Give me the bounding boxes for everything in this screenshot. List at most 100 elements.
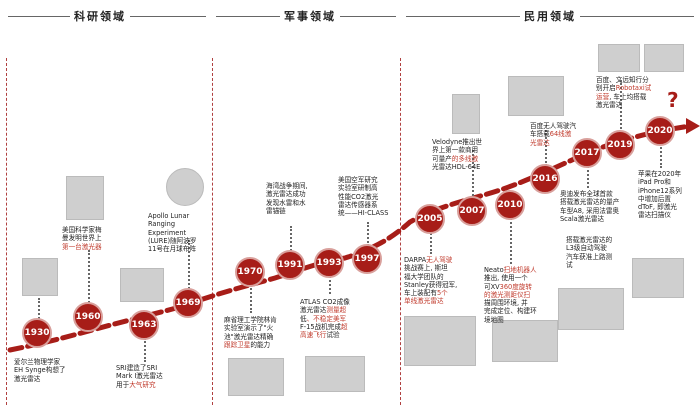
note-velodyne-line-c: 可量产 bbox=[432, 154, 452, 163]
note-2005-line-e: 车上装配有 bbox=[404, 289, 437, 298]
note-1969-line-c: Experiment bbox=[148, 228, 187, 237]
connector-2016 bbox=[545, 130, 547, 166]
note-1930-line-c: 激光雷达 bbox=[14, 374, 41, 383]
note-1991-line-a: 海湾战争期间, bbox=[266, 182, 308, 190]
note-1970-line-c: 池"激光雷达精确 bbox=[224, 332, 274, 341]
photo-robot-vacuum bbox=[492, 320, 558, 362]
photo-baidu-car bbox=[508, 76, 564, 116]
milestone-1960: 1960 bbox=[73, 302, 103, 332]
connector-2007 bbox=[472, 150, 474, 196]
note-neato-line-a: Neato bbox=[484, 266, 504, 274]
note-neato: Neato扫地机器人 推出, 使用一个 可XV360度旋转 的激光测距仪扫 描周… bbox=[484, 266, 550, 324]
note-l3-line-d: 试 bbox=[566, 260, 573, 269]
note-l3: 搭载激光雷达的 L3级自动驾驶 汽车获准上路测 试 bbox=[566, 236, 630, 269]
photo-synge bbox=[22, 258, 58, 296]
note-apple-line-b: iPad Pro和 bbox=[638, 178, 671, 187]
note-1993-line-e: 试验 bbox=[326, 331, 340, 340]
note-1993-line-a: ATLAS CO2成像 bbox=[300, 298, 350, 306]
note-1930: 爱尔兰物理学家 EH Synge构想了 激光雷达 bbox=[14, 358, 84, 383]
note-2005-line-a-hl: 无人驾驶 bbox=[426, 256, 453, 264]
note-baidu-2016-line-b: 车搭载 bbox=[530, 130, 550, 139]
section-label-military: 军事领域 bbox=[280, 8, 340, 24]
connector-1963 bbox=[144, 338, 146, 362]
connector-1991 bbox=[290, 226, 292, 262]
photo-robotaxi bbox=[598, 44, 640, 72]
note-1997-line-a: 美国空军研究 bbox=[338, 176, 378, 184]
note-l3-line-b: L3级自动驾驶 bbox=[566, 244, 607, 253]
note-1997-line-c: 性能CO2激光 bbox=[338, 192, 379, 201]
photo-apollo-badge bbox=[166, 168, 204, 206]
note-1969-line-a: Apollo Lunar bbox=[148, 212, 190, 220]
note-1993-line-b: 激光雷达 bbox=[300, 306, 327, 315]
note-neato-line-c: 可XV bbox=[484, 282, 500, 291]
milestone-1963: 1963 bbox=[129, 310, 159, 340]
note-apple-line-a: 苹果在2020年 bbox=[638, 170, 682, 178]
note-baidu-2016-line-c: 光雷达 bbox=[530, 138, 550, 147]
note-neato-line-e: 描周围环境, 并 bbox=[484, 299, 528, 308]
section-label-science: 科研领域 bbox=[70, 8, 130, 24]
note-velodyne-line-d: 光雷达HDL-64E bbox=[432, 162, 481, 171]
note-velodyne: Velodyne推出世 界上第一款商用 可量产的多线激 光雷达HDL-64E bbox=[432, 138, 500, 171]
note-apple-line-e: dToF, 即激光 bbox=[638, 203, 677, 212]
photo-mit-site bbox=[228, 358, 284, 396]
note-robotaxi-line-a: 百度、文远知行分 bbox=[596, 76, 649, 84]
note-baidu-2016-line-b-hl: 64线激 bbox=[549, 130, 572, 139]
milestone-2016: 2016 bbox=[530, 164, 560, 194]
milestone-2010: 2010 bbox=[495, 190, 525, 220]
milestone-2017: 2017 bbox=[572, 138, 602, 168]
note-2005-line-c: 福大学团队的 bbox=[404, 272, 444, 281]
note-baidu-2016: 百度无人驾驶汽 车搭载64线激 光雷达 bbox=[530, 122, 590, 147]
connector-2017 bbox=[587, 166, 589, 188]
connector-1993 bbox=[329, 272, 331, 294]
note-1970-line-a: 麻省理工学院林肯 bbox=[224, 316, 277, 324]
note-1997-line-d: 雷达传感器系 bbox=[338, 200, 378, 209]
milestone-1930: 1930 bbox=[22, 318, 52, 348]
photo-maiman bbox=[66, 176, 104, 220]
note-robotaxi-line-d: 激光雷达 bbox=[596, 100, 623, 109]
note-1963-line-c: 用于 bbox=[116, 380, 130, 389]
note-2005-line-b: 挑战赛上, 斯坦 bbox=[404, 264, 448, 273]
note-audi-line-b: 搭载激光雷达的量产 bbox=[560, 198, 620, 207]
note-1993-line-c: 低 bbox=[300, 314, 307, 323]
note-1991-line-d: 雷锚链 bbox=[266, 206, 286, 215]
connector-1960 bbox=[88, 250, 90, 306]
note-velodyne-line-c-hl: 的多线激 bbox=[451, 154, 479, 163]
note-apple-line-d: 中增加后置 bbox=[638, 194, 671, 203]
milestone-2007: 2007 bbox=[457, 196, 487, 226]
note-1970: 麻省理工学院林肯 实验室演示了"火 池"激光雷达精确 跟踪卫星的能力 bbox=[224, 316, 300, 349]
milestone-2019: 2019 bbox=[605, 130, 635, 160]
note-robotaxi-line-c: , 车上均搭载 bbox=[609, 92, 647, 101]
note-1960-line-b: 曼发明世界上 bbox=[62, 234, 102, 243]
photo-stanley-car bbox=[404, 316, 476, 366]
note-1969-line-d: (LURE)随阿波罗 bbox=[148, 236, 197, 245]
note-neato-line-b: 推出, 使用一个 bbox=[484, 274, 528, 283]
connector-2005 bbox=[430, 230, 432, 254]
note-neato-line-d: 的激光测距仪扫 bbox=[484, 290, 531, 299]
note-1960-line-a: 美国科学家梅 bbox=[62, 226, 102, 234]
note-1993-line-d-hl: 超 bbox=[340, 322, 348, 331]
note-1991: 海湾战争期间, 激光雷达成功 发现水雷和水 雷锚链 bbox=[266, 182, 326, 215]
note-1930-line-b: EH Synge构想了 bbox=[14, 366, 66, 375]
note-1970-line-d: 的能力 bbox=[250, 340, 271, 349]
photo-sri-mark bbox=[120, 268, 164, 302]
note-l3-line-c: 汽车获准上路测 bbox=[566, 252, 613, 261]
note-1997-line-b: 实验室研制高 bbox=[338, 184, 378, 193]
note-2005-line-a: DARPA bbox=[404, 256, 427, 264]
note-apple-line-c: iPhone12系列 bbox=[638, 186, 682, 195]
connector-2020 bbox=[660, 140, 662, 168]
photo-velodyne bbox=[452, 94, 480, 134]
note-1993-line-d: F-15战机完成 bbox=[300, 322, 341, 331]
note-1997: 美国空军研究 实验室研制高 性能CO2激光 雷达传感器系 统——HI-CLASS bbox=[338, 176, 400, 217]
divider-science-military bbox=[212, 58, 213, 405]
connector-1969 bbox=[188, 240, 190, 292]
milestone-2020: 2020 bbox=[645, 116, 675, 146]
note-1963-line-a: SRI建造了SRI bbox=[116, 364, 158, 372]
note-audi-line-d: Scala激光雷达 bbox=[560, 214, 605, 223]
note-neato-line-g: 境地图 bbox=[484, 315, 504, 324]
note-robotaxi-line-b-hl: Robotaxi试 bbox=[615, 84, 652, 93]
note-1963: SRI建造了SRI Mark I激光雷达 用于大气研究 bbox=[116, 364, 186, 389]
note-1993-line-e-hl: 高速飞行 bbox=[300, 331, 327, 340]
note-apple-line-f: 雷达扫描仪 bbox=[638, 211, 671, 220]
photo-robotaxi-2 bbox=[644, 44, 684, 72]
note-neato-line-f: 完成定位、构建环 bbox=[484, 307, 537, 316]
